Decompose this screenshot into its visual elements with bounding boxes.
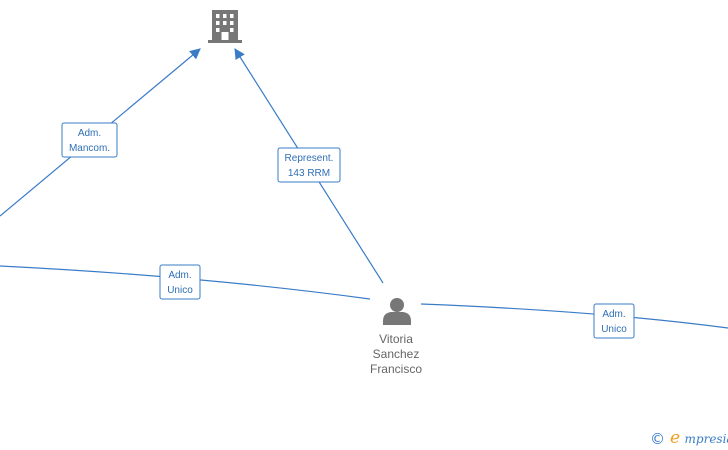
edge-label-line: 143 RRM: [288, 168, 330, 179]
edge-label-line: Adm.: [602, 309, 625, 320]
edge-label-represent[interactable]: Represent. 143 RRM: [277, 147, 341, 183]
building-icon: [208, 10, 242, 43]
edge-label-adm-mancom[interactable]: Adm. Mancom.: [61, 122, 118, 158]
person-name-line: Vitoria: [379, 332, 413, 346]
person-node[interactable]: Vitoria Sanchez Francisco: [370, 298, 422, 376]
copyright-symbol: ©: [650, 430, 665, 448]
edge-label-adm-unico-right[interactable]: Adm. Unico: [593, 303, 635, 339]
edge-label-adm-unico-left[interactable]: Adm. Unico: [159, 264, 201, 300]
edge-label-line: Adm.: [78, 128, 101, 139]
brand-rest: mpresia: [685, 432, 728, 446]
company-node[interactable]: [208, 10, 242, 43]
edge-line-adm-unico-right: [420, 303, 728, 329]
brand-first-letter: e: [670, 428, 680, 448]
edge-label-line: Unico: [601, 324, 627, 335]
edge-label-line: Represent.: [285, 153, 334, 164]
person-name-line: Sanchez: [373, 347, 420, 361]
person-name-line: Francisco: [370, 362, 422, 376]
person-icon: [383, 298, 411, 325]
empresia-watermark: © e mpresia: [650, 428, 728, 448]
brand-logo-text: e mpresia: [670, 428, 728, 448]
edge-label-line: Adm.: [168, 270, 191, 281]
edge-label-line: Mancom.: [69, 143, 110, 154]
edge-label-line: Unico: [167, 285, 193, 296]
